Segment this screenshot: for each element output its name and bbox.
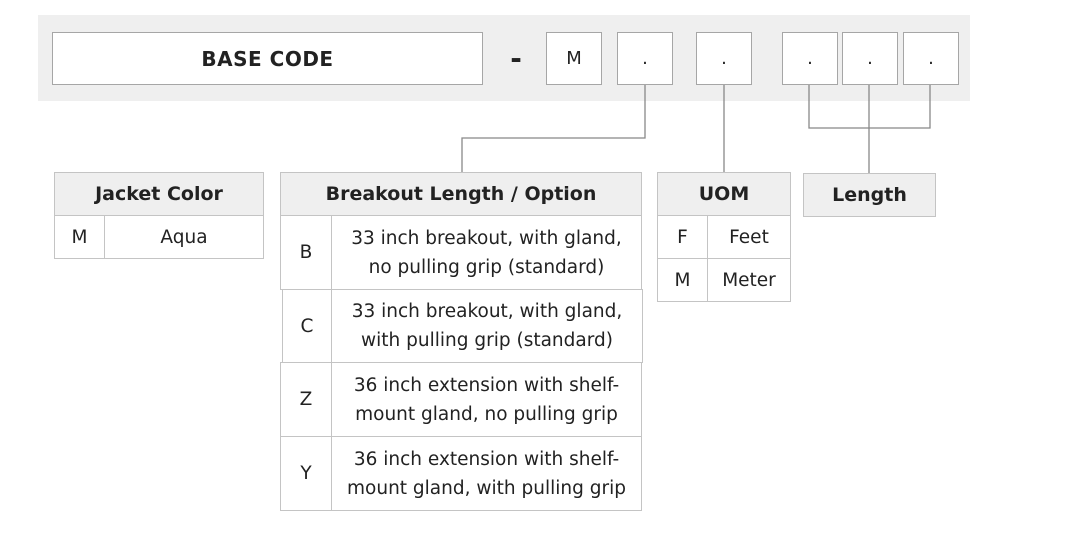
breakout-desc-b-line1: 33 inch breakout, with gland, xyxy=(351,227,622,249)
uom-code-f: F xyxy=(657,215,708,259)
uom-header: UOM xyxy=(657,172,791,216)
segment-length-2: . xyxy=(842,32,898,85)
segment-length-1: . xyxy=(782,32,838,85)
length-header: Length xyxy=(803,173,936,217)
breakout-header: Breakout Length / Option xyxy=(280,172,642,216)
breakout-desc-z-line2: mount gland, no pulling grip xyxy=(355,403,618,425)
breakout-desc-y-line1: 36 inch extension with shelf- xyxy=(353,448,620,470)
breakout-desc-c-line1: 33 inch breakout, with gland, xyxy=(351,301,623,322)
jacket-color-desc: Aqua xyxy=(104,215,264,259)
base-code-box: BASE CODE xyxy=(52,32,483,85)
breakout-desc-z: 36 inch extension with shelf- mount glan… xyxy=(331,362,642,437)
segment-length-3: . xyxy=(903,32,959,85)
uom-code-m: M xyxy=(657,258,708,302)
breakout-code-b: B xyxy=(280,215,332,290)
segment-jacket-color: M xyxy=(546,32,602,85)
uom-desc-m: Meter xyxy=(707,258,791,302)
breakout-desc-y: 36 inch extension with shelf- mount glan… xyxy=(331,436,642,511)
segment-uom: . xyxy=(696,32,752,85)
breakout-desc-y-line2: mount gland, with pulling grip xyxy=(347,477,626,499)
breakout-code-z: Z xyxy=(280,362,332,437)
code-separator: - xyxy=(510,41,522,75)
breakout-desc-c-line2: with pulling grip (standard) xyxy=(361,330,613,351)
breakout-code-y: Y xyxy=(280,436,332,511)
uom-desc-f: Feet xyxy=(707,215,791,259)
breakout-desc-b: 33 inch breakout, with gland, no pulling… xyxy=(331,215,642,290)
breakout-code-c: C xyxy=(282,289,332,363)
breakout-desc-b-line2: no pulling grip (standard) xyxy=(368,256,605,278)
breakout-desc-c: 33 inch breakout, with gland, with pulli… xyxy=(331,289,643,363)
jacket-color-header: Jacket Color xyxy=(54,172,264,216)
breakout-desc-z-line1: 36 inch extension with shelf- xyxy=(353,374,620,396)
jacket-color-code: M xyxy=(54,215,105,259)
connector-breakout xyxy=(461,85,646,172)
segment-breakout: . xyxy=(617,32,673,85)
